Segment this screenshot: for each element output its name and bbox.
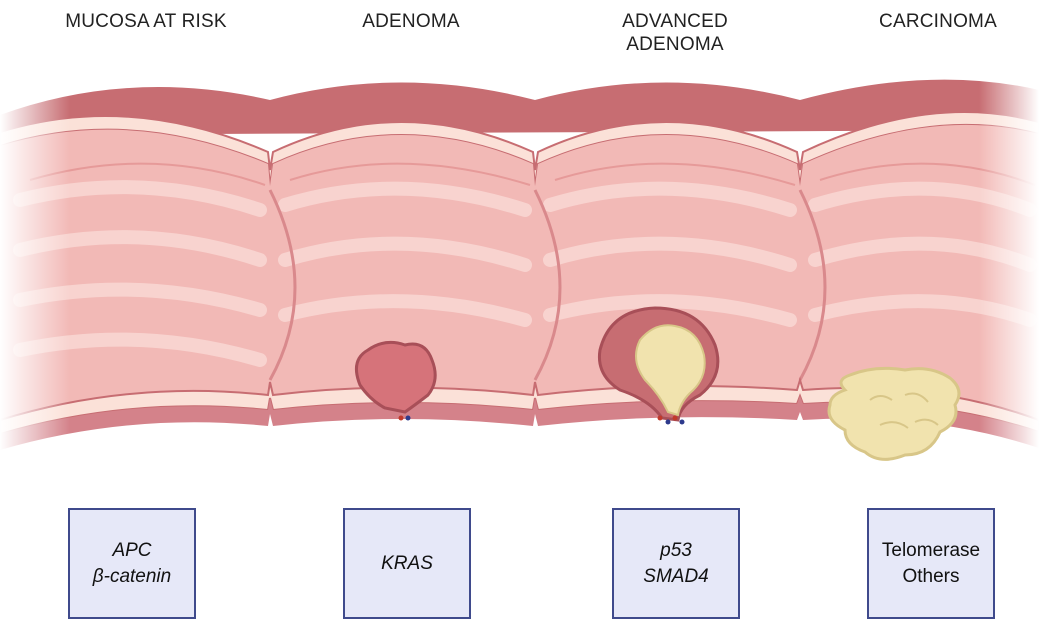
stage-title-carcinoma: CARCINOMA <box>838 10 1038 33</box>
gene-label: KRAS <box>381 551 433 577</box>
carcinoma-tumor <box>829 368 959 459</box>
colon-illustration <box>0 60 1039 490</box>
left-fade <box>0 60 70 490</box>
stage-title-line-2: ADENOMA <box>575 33 775 56</box>
gene-box-adenoma: KRAS <box>343 508 471 619</box>
stage-title-mucosa-at-risk: MUCOSA AT RISK <box>46 10 246 33</box>
gene-label: Telomerase <box>882 538 980 564</box>
stage-title-adenoma: ADENOMA <box>311 10 511 33</box>
gene-box-carcinoma: Telomerase Others <box>867 508 995 619</box>
gene-box-mucosa-at-risk: APC β-catenin <box>68 508 196 619</box>
gene-label: β-catenin <box>93 564 171 590</box>
gene-label: SMAD4 <box>643 564 708 590</box>
gene-label: Others <box>902 564 959 590</box>
gene-box-advanced-adenoma: p53 SMAD4 <box>612 508 740 619</box>
stage-title-line-1: ADVANCED <box>575 10 775 33</box>
gene-label: p53 <box>660 538 692 564</box>
right-fade <box>979 60 1039 490</box>
gene-label: APC <box>112 538 151 564</box>
stage-title-advanced-adenoma: ADVANCED ADENOMA <box>575 10 775 56</box>
